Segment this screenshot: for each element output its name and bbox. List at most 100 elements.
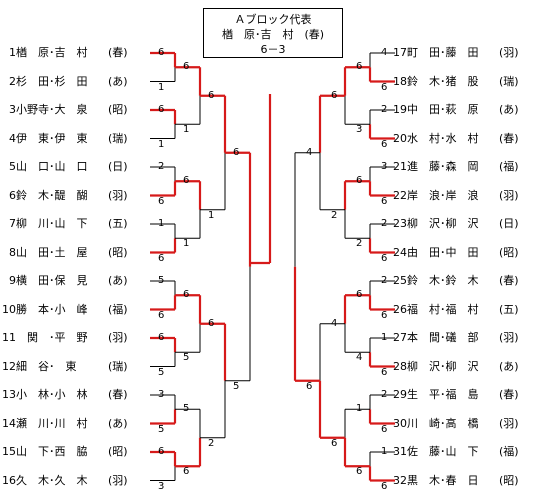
team-club: (あ) bbox=[108, 416, 128, 430]
match-score: 6 bbox=[158, 332, 165, 343]
block-final-score: 6－3 bbox=[260, 43, 286, 56]
team-name: 山 田･土 屋 bbox=[16, 245, 88, 259]
match-score: 6 bbox=[208, 89, 215, 101]
team-number: 23 bbox=[393, 217, 407, 230]
team-name: 柳 沢･柳 沢 bbox=[407, 359, 479, 373]
team-club: (瑞) bbox=[499, 74, 519, 88]
team-club: (瑞) bbox=[108, 359, 128, 373]
team-number: 10 bbox=[2, 302, 16, 316]
team-club: (羽) bbox=[499, 331, 519, 344]
team-club: (あ) bbox=[499, 359, 519, 373]
match-score: 3 bbox=[158, 389, 165, 400]
team-name: 鈴 木･醍 醐 bbox=[16, 188, 88, 202]
match-score: 6 bbox=[381, 480, 388, 492]
team-entry: 2杉 田･杉 田(あ) bbox=[2, 75, 138, 89]
match-score: 6 bbox=[381, 423, 388, 435]
team-club: (春) bbox=[499, 131, 519, 145]
team-number: 28 bbox=[393, 359, 407, 373]
team-club: (福) bbox=[108, 302, 128, 316]
match-score: 2 bbox=[356, 238, 363, 250]
team-entry: 27本 間･礒 部 (羽) bbox=[387, 331, 529, 345]
match-score: 5 bbox=[158, 275, 165, 286]
team-number: 11 bbox=[2, 331, 16, 344]
match-score: 6 bbox=[381, 309, 388, 321]
team-entry: 7柳 川･山 下(五) bbox=[2, 217, 138, 231]
team-club: (昭) bbox=[499, 473, 519, 487]
team-name: 山 下･西 脇 bbox=[16, 445, 88, 458]
team-name: 柳 川･山 下 bbox=[16, 217, 88, 230]
match-score: 6 bbox=[158, 195, 165, 207]
team-club: (春) bbox=[499, 274, 519, 287]
team-entry: 25鈴 木･鈴 木(春) bbox=[387, 274, 529, 288]
block-winner-name: 楢 原･吉 村 (春) bbox=[221, 28, 325, 41]
team-name: 中 田･萩 原 bbox=[407, 103, 479, 116]
team-entry: 19中 田･萩 原(あ) bbox=[387, 103, 529, 117]
match-score: 6 bbox=[356, 289, 363, 301]
match-score: 6 bbox=[158, 446, 165, 457]
team-number: 30 bbox=[393, 416, 407, 430]
team-entry: 32黒 木･春 日(昭) bbox=[387, 474, 529, 488]
match-score: 6 bbox=[381, 252, 388, 264]
match-score: 6 bbox=[381, 195, 388, 207]
team-number: 9 bbox=[9, 274, 16, 287]
team-name: 本 間･礒 部 bbox=[407, 331, 479, 344]
match-score: 1 bbox=[183, 238, 190, 250]
team-club: (羽) bbox=[499, 46, 519, 59]
team-name: 関 ･平 野 bbox=[16, 331, 88, 344]
team-number: 15 bbox=[2, 445, 16, 458]
team-name: 杉 田･杉 田 bbox=[16, 74, 88, 88]
team-number: 4 bbox=[9, 131, 16, 145]
match-score: 6 bbox=[381, 138, 388, 150]
team-name: 佐 藤･山 下 bbox=[407, 445, 479, 458]
match-score: 6 bbox=[381, 366, 388, 378]
team-club: (昭) bbox=[108, 245, 128, 259]
team-entry: 29生 平･福 島(春) bbox=[387, 388, 529, 402]
team-entry: 24由 田･中 田(昭) bbox=[387, 246, 529, 260]
team-number: 1 bbox=[9, 46, 16, 59]
team-club: (羽) bbox=[499, 188, 519, 202]
match-score: 4 bbox=[306, 146, 313, 158]
match-score: 6 bbox=[158, 252, 165, 264]
team-name: 町 田･藤 田 bbox=[407, 46, 479, 59]
match-score: 3 bbox=[158, 480, 165, 492]
team-number: 12 bbox=[2, 359, 16, 373]
team-number: 31 bbox=[393, 445, 407, 458]
team-entry: 21進 藤･森 岡 (福) bbox=[387, 160, 529, 174]
match-score: 4 bbox=[381, 47, 388, 58]
team-number: 21 bbox=[393, 160, 407, 173]
match-score: 6 bbox=[233, 146, 240, 158]
team-entry: 31佐 藤･山 下 (福) bbox=[387, 445, 529, 459]
match-score: 6 bbox=[183, 289, 190, 301]
team-club: (福) bbox=[499, 445, 519, 458]
team-number: 27 bbox=[393, 331, 407, 344]
team-club: (昭) bbox=[108, 103, 128, 116]
team-club: (福) bbox=[499, 160, 519, 173]
team-name: 由 田･中 田 bbox=[407, 245, 479, 259]
match-score: 5 bbox=[158, 423, 165, 435]
team-name: 小 林･小 林 bbox=[16, 388, 88, 401]
team-club: (春) bbox=[108, 388, 128, 401]
team-club: (あ) bbox=[499, 103, 519, 116]
team-entry: 23柳 沢･柳 沢(日) bbox=[387, 217, 529, 231]
team-entry: 28柳 沢･柳 沢 (あ) bbox=[387, 360, 529, 374]
match-score: 4 bbox=[356, 352, 363, 364]
block-title: Ａブロック代表 bbox=[234, 13, 312, 26]
match-score: 6 bbox=[356, 61, 363, 73]
team-number: 5 bbox=[9, 160, 16, 173]
team-number: 8 bbox=[9, 245, 16, 259]
team-club: (日) bbox=[108, 160, 128, 173]
team-number: 17 bbox=[393, 46, 407, 59]
team-name: 楢 原･吉 村 bbox=[16, 46, 88, 59]
match-score: 2 bbox=[381, 275, 388, 286]
team-entry: 9横 田･保 見(あ) bbox=[2, 274, 138, 288]
team-name: 福 村･福 村 bbox=[407, 302, 479, 316]
match-score: 3 bbox=[356, 124, 363, 136]
match-score: 1 bbox=[183, 124, 190, 136]
team-name: 鈴 木･猪 股 bbox=[407, 74, 479, 88]
team-entry: 4伊 東･伊 東(瑞) bbox=[2, 132, 138, 146]
team-name: 進 藤･森 岡 bbox=[407, 160, 479, 173]
team-number: 16 bbox=[2, 473, 16, 487]
team-club: (羽) bbox=[108, 188, 128, 202]
match-score: 1 bbox=[356, 403, 363, 415]
